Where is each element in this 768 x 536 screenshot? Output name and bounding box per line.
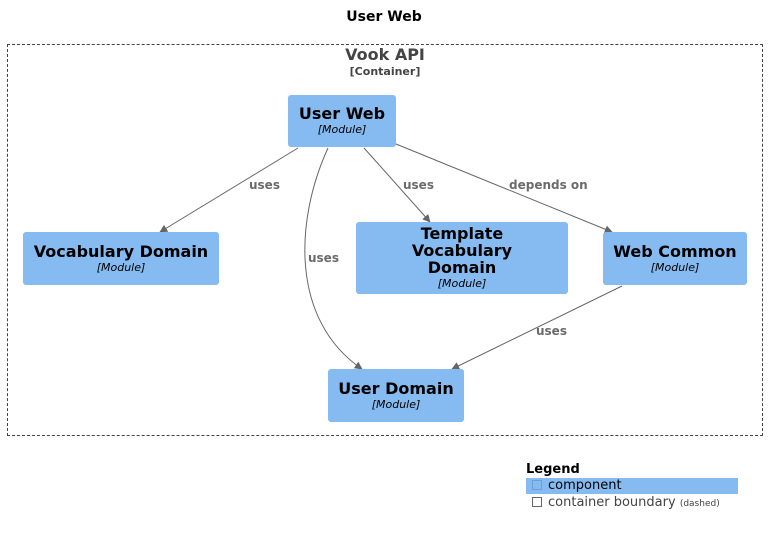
boundary-name: Vook API xyxy=(345,45,425,64)
node-vocabulary-domain-kind: [Module] xyxy=(96,260,146,274)
edge-label-userweb-webcommon: depends on xyxy=(509,178,588,192)
legend-title: Legend xyxy=(526,462,580,477)
node-template-vocabulary-domain-kind: [Module] xyxy=(437,277,487,290)
node-user-web-kind: [Module] xyxy=(317,123,367,136)
diagram-title: User Web xyxy=(346,9,422,25)
node-template-vocabulary-domain-name: Template Vocabulary Domain xyxy=(411,224,513,277)
legend-item-component-label: component xyxy=(548,478,622,493)
node-user-domain-kind: [Module] xyxy=(371,397,421,411)
legend-item-boundary-label: container boundary xyxy=(548,495,676,510)
node-user-domain[interactable]: User Domain [Module] xyxy=(328,369,464,422)
edge-userweb-userdomain xyxy=(304,147,363,370)
legend-item-boundary-note: (dashed) xyxy=(679,499,720,509)
node-vocabulary-domain-name: Vocabulary Domain xyxy=(33,241,209,261)
node-web-common[interactable]: Web Common [Module] xyxy=(603,232,747,285)
node-user-web-name: User Web xyxy=(298,104,386,123)
boundary-technology: [Container] xyxy=(349,65,421,78)
edge-label-userweb-userdomain: uses xyxy=(308,251,339,265)
edge-label-webcommon-userdomain: uses xyxy=(536,324,567,338)
node-template-vocabulary-domain[interactable]: Template Vocabulary Domain [Module] xyxy=(356,222,568,294)
edge-label-userweb-vocabulary: uses xyxy=(249,178,280,192)
edge-userweb-template xyxy=(363,147,431,223)
legend-item-component: component xyxy=(526,478,738,494)
boundary-swatch-icon xyxy=(532,497,542,507)
legend-item-boundary: container boundary (dashed) xyxy=(526,495,766,511)
node-vocabulary-domain[interactable]: Vocabulary Domain [Module] xyxy=(23,232,219,285)
edge-webcommon-userdomain xyxy=(451,285,623,370)
edge-userweb-webcommon xyxy=(395,143,613,233)
node-web-common-name: Web Common xyxy=(613,241,737,261)
edge-userweb-vocabulary xyxy=(159,147,299,233)
component-swatch-icon xyxy=(532,480,542,490)
node-user-domain-name: User Domain xyxy=(338,378,454,398)
node-user-web[interactable]: User Web [Module] xyxy=(288,95,396,147)
node-web-common-kind: [Module] xyxy=(650,260,700,274)
edge-label-userweb-template: uses xyxy=(403,178,434,192)
container-boundary xyxy=(7,44,763,436)
